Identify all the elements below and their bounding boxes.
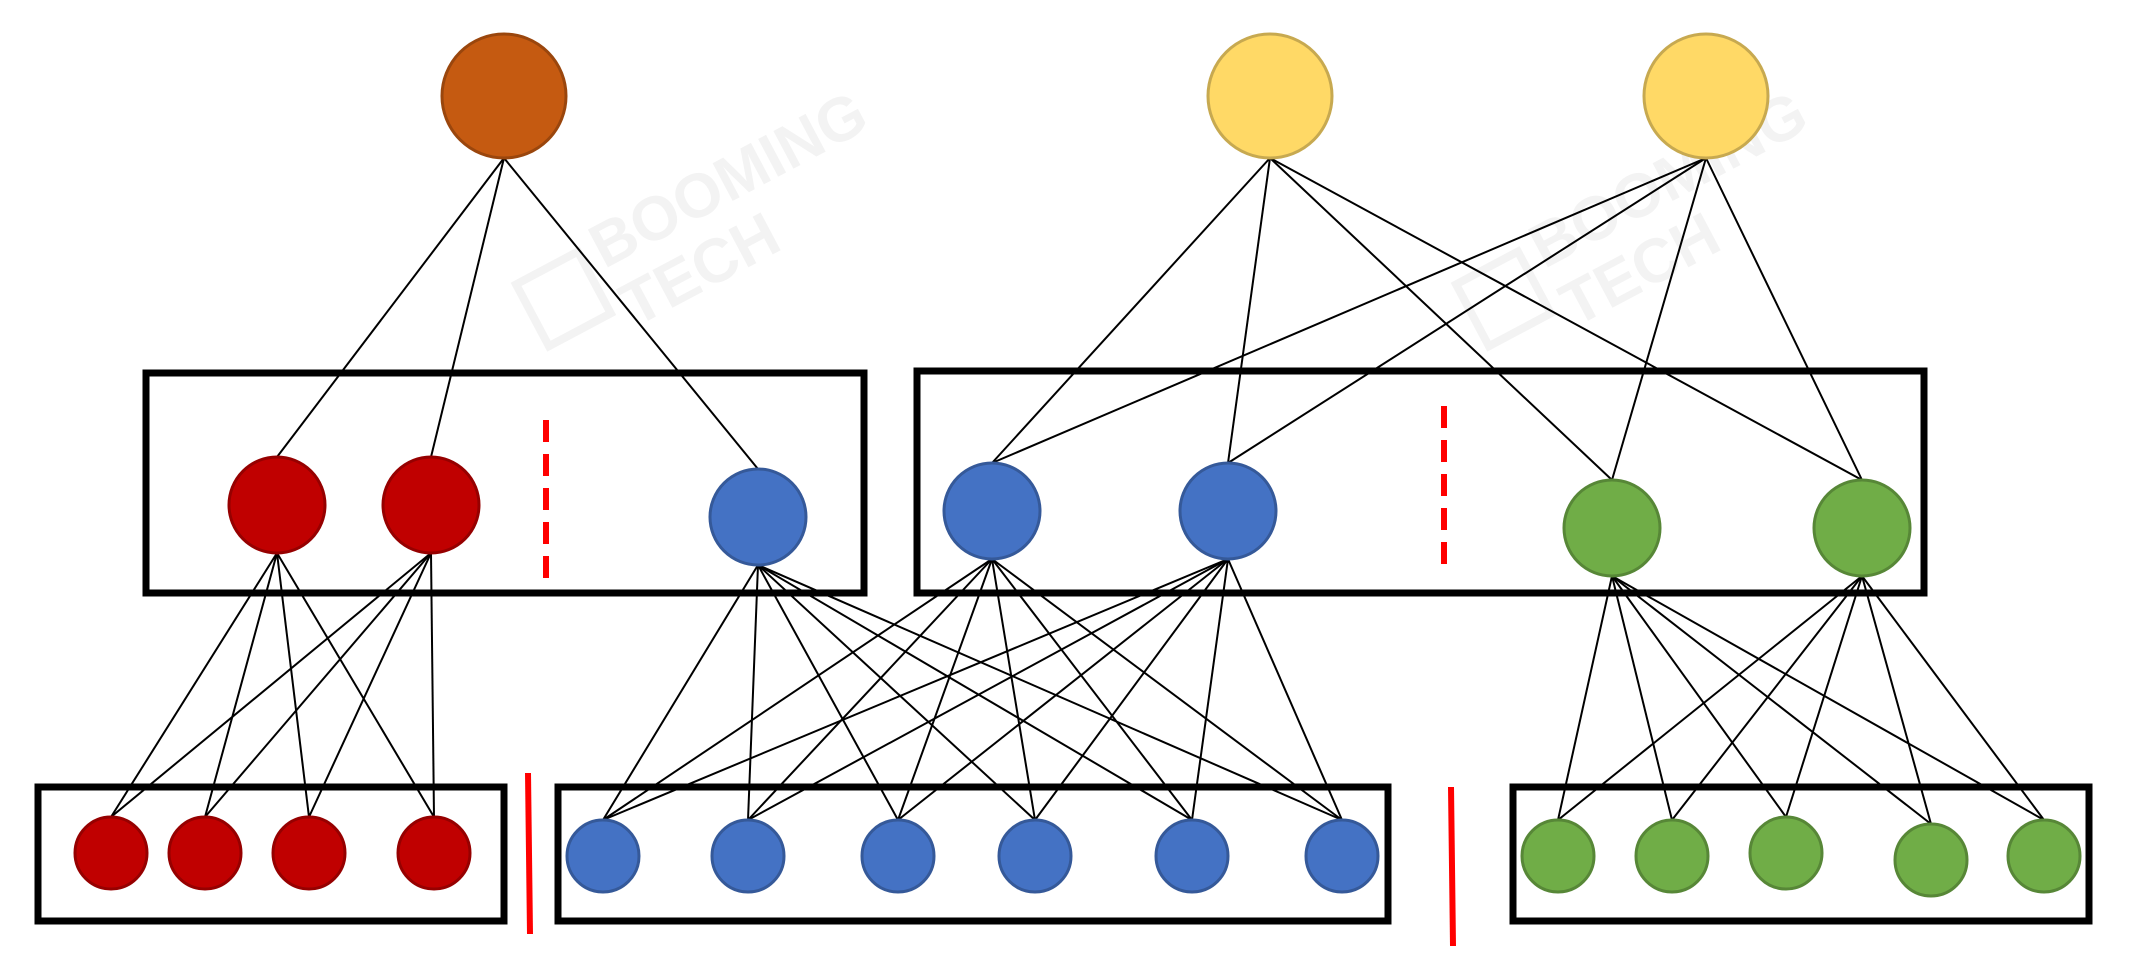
edge-top-yellow-1-to-mid-green-1 <box>1269 157 1613 481</box>
edge-mid-green-2-to-bot-green-4 <box>1861 575 1932 825</box>
edge-mid-blue-3-to-bot-blue-2 <box>747 558 1229 821</box>
edge-mid-red-2-to-bot-red-4 <box>430 552 435 818</box>
node-mid-blue-2 <box>942 461 1042 561</box>
edge-top-yellow-2-to-mid-blue-3 <box>1227 157 1707 464</box>
edge-mid-blue-2-to-bot-blue-1 <box>602 558 993 821</box>
node-bot-red-1 <box>73 815 149 891</box>
node-mid-blue-3 <box>1178 461 1278 561</box>
edge-mid-green-1-to-bot-green-3 <box>1611 575 1787 818</box>
group-box-layer <box>34 367 2093 925</box>
edge-mid-green-1-to-bot-green-5 <box>1611 575 2045 821</box>
node-bot-blue-2 <box>710 818 786 894</box>
middle-group-1-box <box>142 369 868 597</box>
node-bot-green-1 <box>1520 818 1596 894</box>
edge-top-yellow-2-to-mid-blue-2 <box>991 157 1707 464</box>
edge-mid-blue-1-to-bot-blue-6 <box>757 564 1343 821</box>
node-top-yellow-1 <box>1206 32 1334 160</box>
edge-top-orange-to-mid-red-2 <box>430 157 505 458</box>
bottom-group-red-box <box>34 783 508 925</box>
edge-mid-blue-1-to-bot-blue-3 <box>757 564 899 821</box>
node-bot-green-2 <box>1634 818 1710 894</box>
edge-mid-blue-2-to-bot-blue-2 <box>747 558 993 821</box>
node-bot-blue-1 <box>565 818 641 894</box>
edge-mid-blue-1-to-bot-blue-5 <box>757 564 1193 821</box>
edge-mid-red-1-to-bot-red-3 <box>276 552 310 818</box>
edge-mid-red-2-to-bot-red-2 <box>204 552 432 818</box>
node-bot-blue-4 <box>997 818 1073 894</box>
node-bot-blue-5 <box>1154 818 1230 894</box>
edge-mid-blue-3-to-bot-blue-4 <box>1034 558 1229 821</box>
edge-mid-blue-3-to-bot-blue-6 <box>1227 558 1343 821</box>
edge-mid-green-2-to-bot-green-2 <box>1671 575 1863 821</box>
node-bot-green-3 <box>1748 815 1824 891</box>
edge-mid-green-2-to-bot-green-1 <box>1557 575 1863 821</box>
separator-solid-2 <box>1448 786 1456 947</box>
node-bot-blue-6 <box>1304 818 1380 894</box>
edge-mid-green-1-to-bot-green-4 <box>1611 575 1932 825</box>
edge-mid-red-1-to-bot-red-1 <box>110 552 278 818</box>
node-bot-red-3 <box>271 815 347 891</box>
separator-solid-1 <box>525 772 533 935</box>
separator-layer <box>525 406 1456 947</box>
edge-mid-blue-2-to-bot-blue-5 <box>991 558 1193 821</box>
node-top-orange <box>440 32 568 160</box>
edge-mid-green-2-to-bot-green-5 <box>1861 575 2045 821</box>
node-bot-green-4 <box>1893 822 1969 898</box>
edge-mid-blue-3-to-bot-blue-1 <box>602 558 1229 821</box>
edge-top-yellow-2-to-mid-green-2 <box>1705 157 1863 481</box>
bottom-group-green-box <box>1509 783 2093 925</box>
edge-mid-blue-1-to-bot-blue-1 <box>602 564 759 821</box>
watermark-logo-icon <box>510 246 617 352</box>
node-mid-red-1 <box>227 455 327 555</box>
node-bot-blue-3 <box>860 818 936 894</box>
edge-mid-red-2-to-bot-red-3 <box>308 552 432 818</box>
edge-mid-red-1-to-bot-red-2 <box>204 552 278 818</box>
edge-mid-red-2-to-bot-red-1 <box>110 552 432 818</box>
node-bot-red-4 <box>396 815 472 891</box>
edge-top-yellow-1-to-mid-blue-3 <box>1227 157 1271 464</box>
node-mid-green-2 <box>1812 478 1912 578</box>
node-layer <box>73 32 2082 898</box>
edge-mid-green-1-to-bot-green-2 <box>1611 575 1673 821</box>
node-mid-blue-1 <box>708 467 808 567</box>
edge-mid-blue-3-to-bot-blue-3 <box>897 558 1229 821</box>
edge-mid-blue-1-to-bot-blue-4 <box>757 564 1036 821</box>
watermark-logo-icon <box>1450 246 1557 352</box>
edge-layer <box>110 157 2045 825</box>
node-mid-green-1 <box>1562 478 1662 578</box>
edge-mid-blue-2-to-bot-blue-4 <box>991 558 1036 821</box>
edge-top-yellow-1-to-mid-green-2 <box>1269 157 1863 481</box>
node-top-yellow-2 <box>1642 32 1770 160</box>
edge-mid-blue-2-to-bot-blue-3 <box>897 558 993 821</box>
bottom-group-blue-box <box>554 783 1392 925</box>
edge-mid-blue-3-to-bot-blue-5 <box>1191 558 1229 821</box>
node-bot-green-5 <box>2006 818 2082 894</box>
edge-mid-green-1-to-bot-green-1 <box>1557 575 1613 821</box>
edge-mid-blue-1-to-bot-blue-2 <box>747 564 759 821</box>
node-bot-red-2 <box>167 815 243 891</box>
edge-top-orange-to-mid-red-1 <box>276 157 505 458</box>
edge-mid-blue-2-to-bot-blue-6 <box>991 558 1343 821</box>
edge-top-yellow-1-to-mid-blue-2 <box>991 157 1271 464</box>
edge-mid-green-2-to-bot-green-3 <box>1785 575 1863 818</box>
edge-mid-red-1-to-bot-red-4 <box>276 552 435 818</box>
node-mid-red-2 <box>381 455 481 555</box>
edge-top-orange-to-mid-blue-1 <box>503 157 759 470</box>
edge-top-yellow-2-to-mid-green-1 <box>1611 157 1707 481</box>
middle-group-2-box <box>913 367 1928 597</box>
